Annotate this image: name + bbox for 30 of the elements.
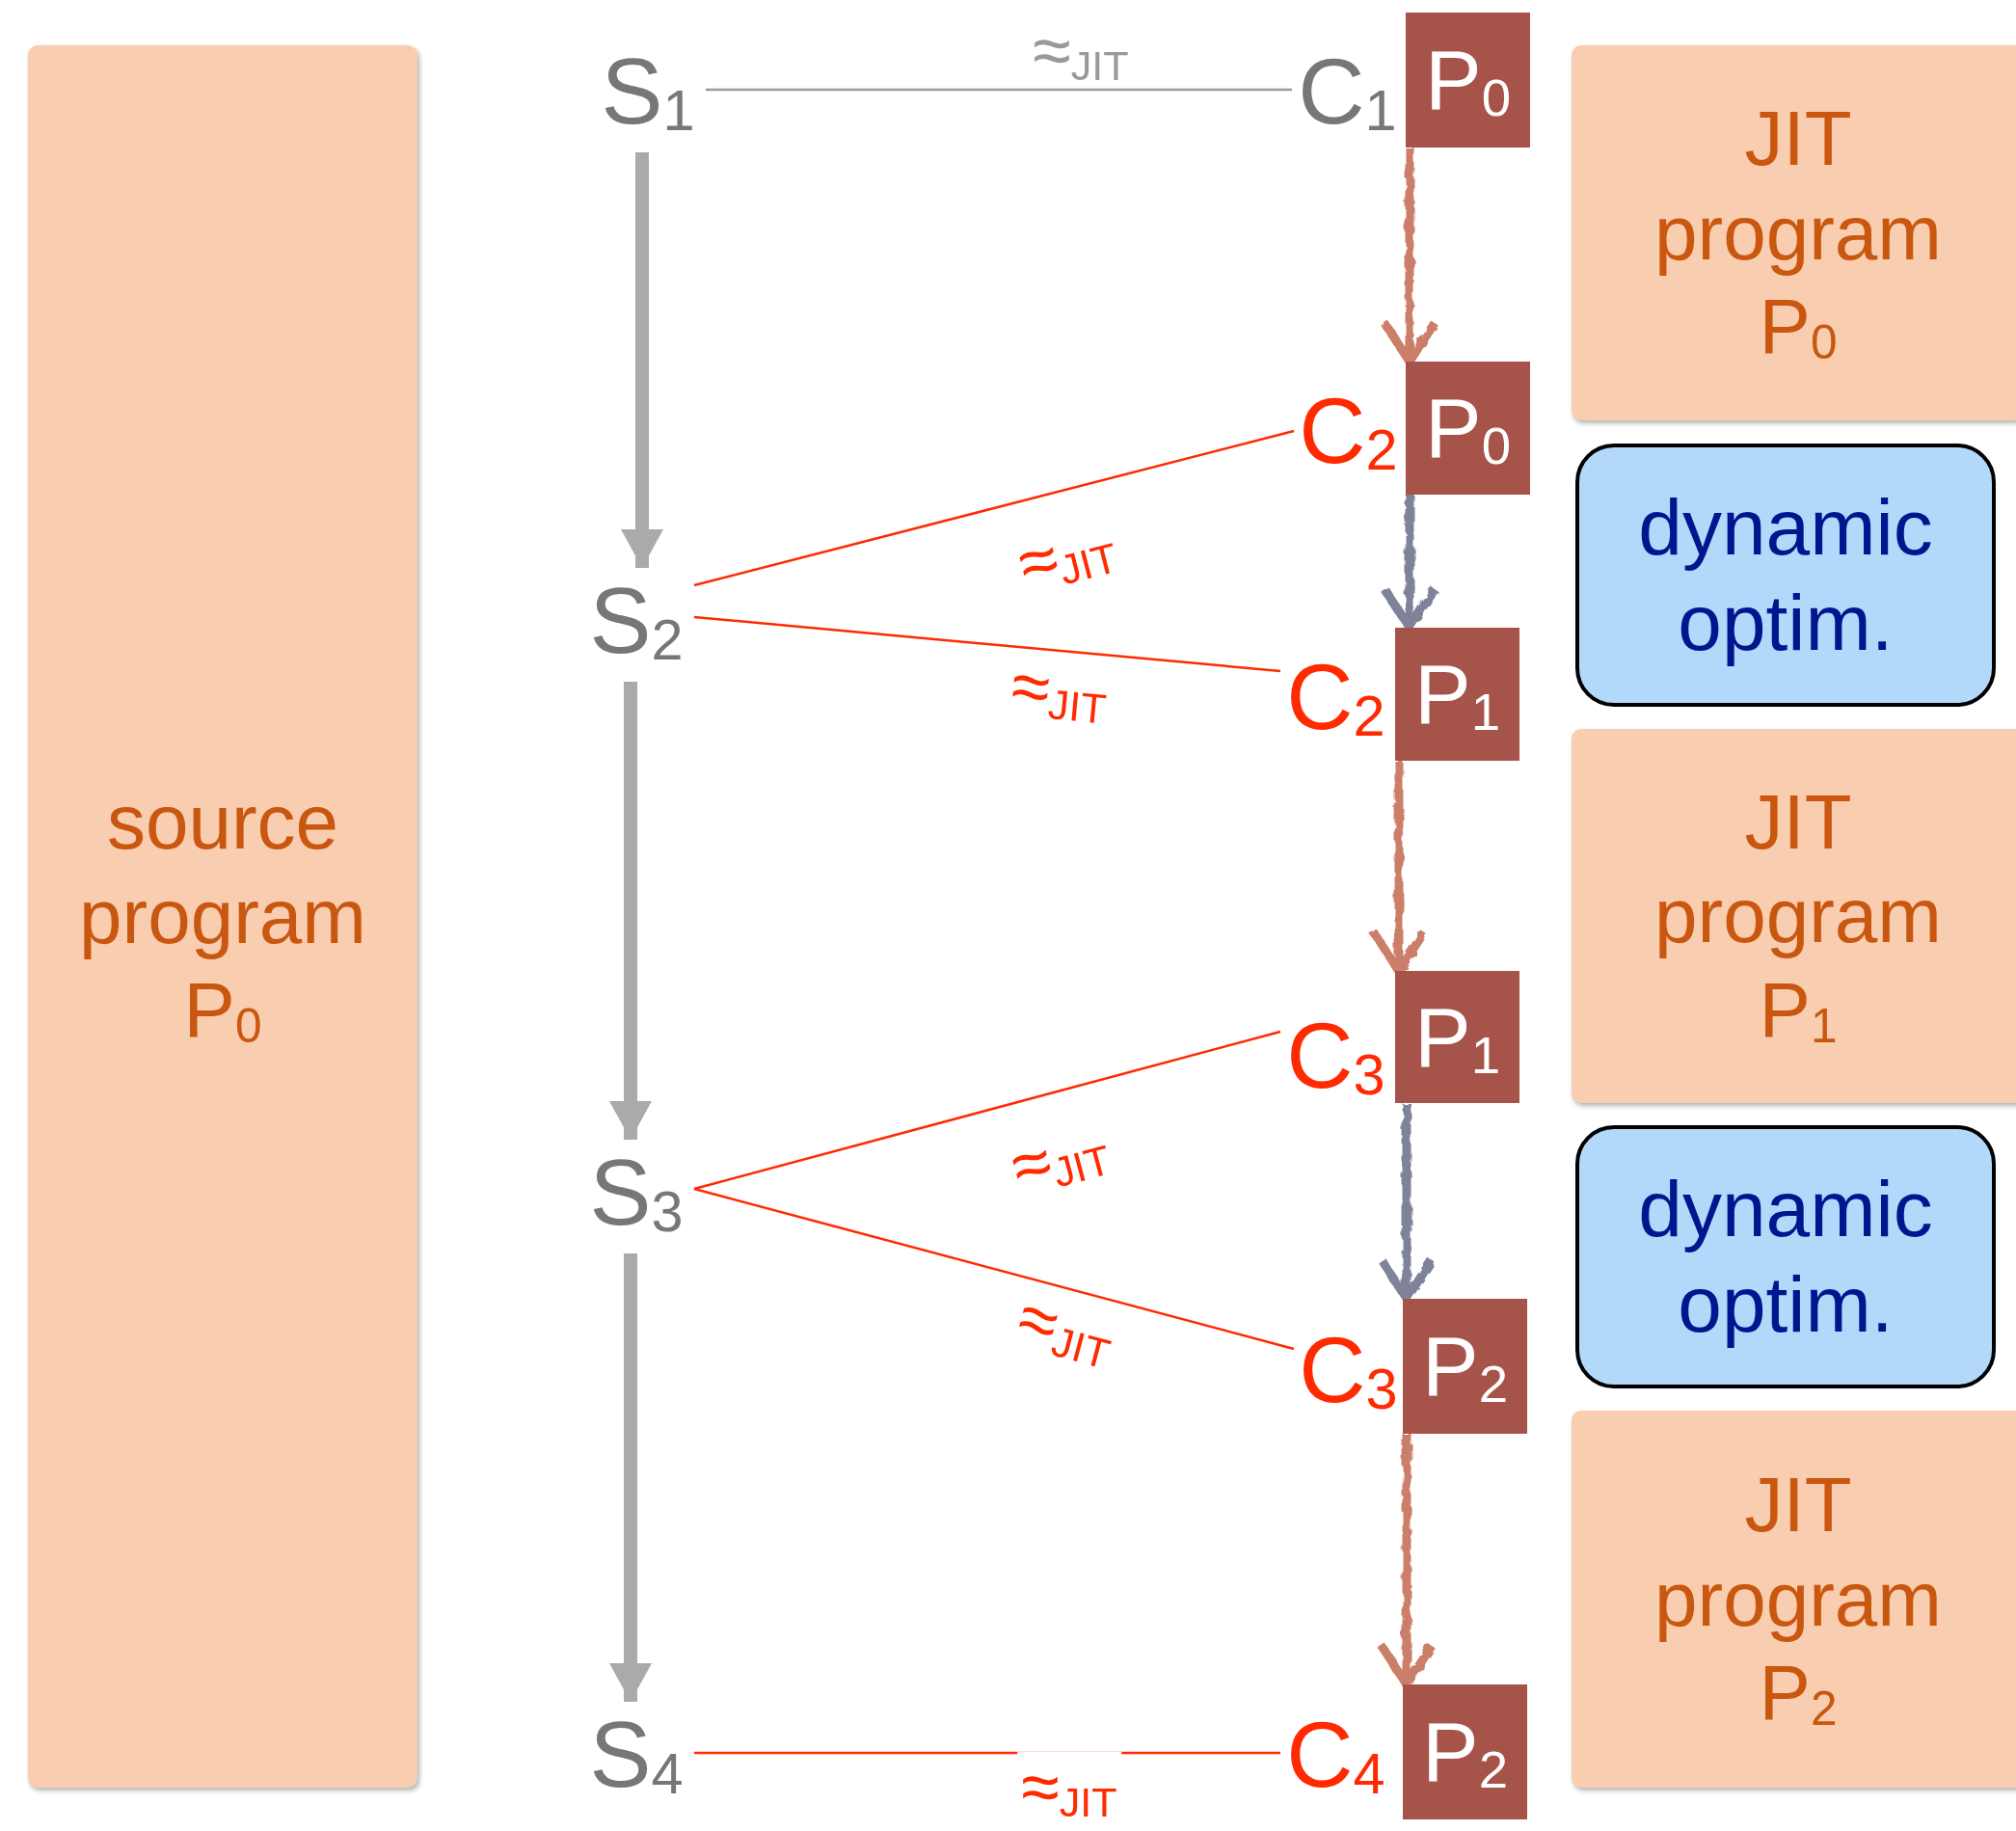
config-label: C$_{2}$	[1280, 644, 1391, 750]
connector-line	[693, 1187, 1295, 1351]
program-box: P$_{0}$	[1406, 13, 1530, 148]
state-label: S$_{1}$	[590, 39, 706, 145]
optimization-box: dynamic optim.	[1575, 444, 1996, 707]
state-label: S$_{2}$	[578, 568, 694, 674]
arrow	[609, 1253, 652, 1702]
program-box: P$_{1}$	[1395, 971, 1519, 1103]
connector-line	[693, 1030, 1281, 1191]
config-label: C$_{3}$	[1280, 1003, 1391, 1109]
config-label: C$_{1}$	[1292, 39, 1403, 145]
connector-line	[693, 429, 1295, 587]
jit-program-box: JIT program P$_{0}$	[1572, 45, 2016, 420]
jit-program-box: JIT program P$_{1}$	[1572, 729, 2016, 1103]
program-box: P$_{2}$	[1403, 1299, 1527, 1434]
connector-line	[706, 88, 1292, 92]
program-box: P$_{0}$	[1406, 362, 1530, 495]
source-program-box: source program P$_{0}$	[28, 45, 417, 1788]
arrow	[609, 682, 652, 1140]
optimization-box: dynamic optim.	[1575, 1125, 1996, 1388]
config-label: C$_{2}$	[1294, 378, 1403, 484]
config-label: C$_{3}$	[1294, 1317, 1403, 1423]
config-label: C$_{4}$	[1280, 1702, 1391, 1808]
program-box: P$_{2}$	[1403, 1684, 1527, 1819]
program-box: P$_{1}$	[1395, 628, 1519, 761]
arrow	[621, 152, 663, 568]
state-label: S$_{4}$	[578, 1702, 694, 1808]
state-label: S$_{3}$	[578, 1140, 694, 1246]
jit-program-box: JIT program P$_{2}$	[1572, 1411, 2016, 1788]
connector-line	[693, 615, 1281, 673]
